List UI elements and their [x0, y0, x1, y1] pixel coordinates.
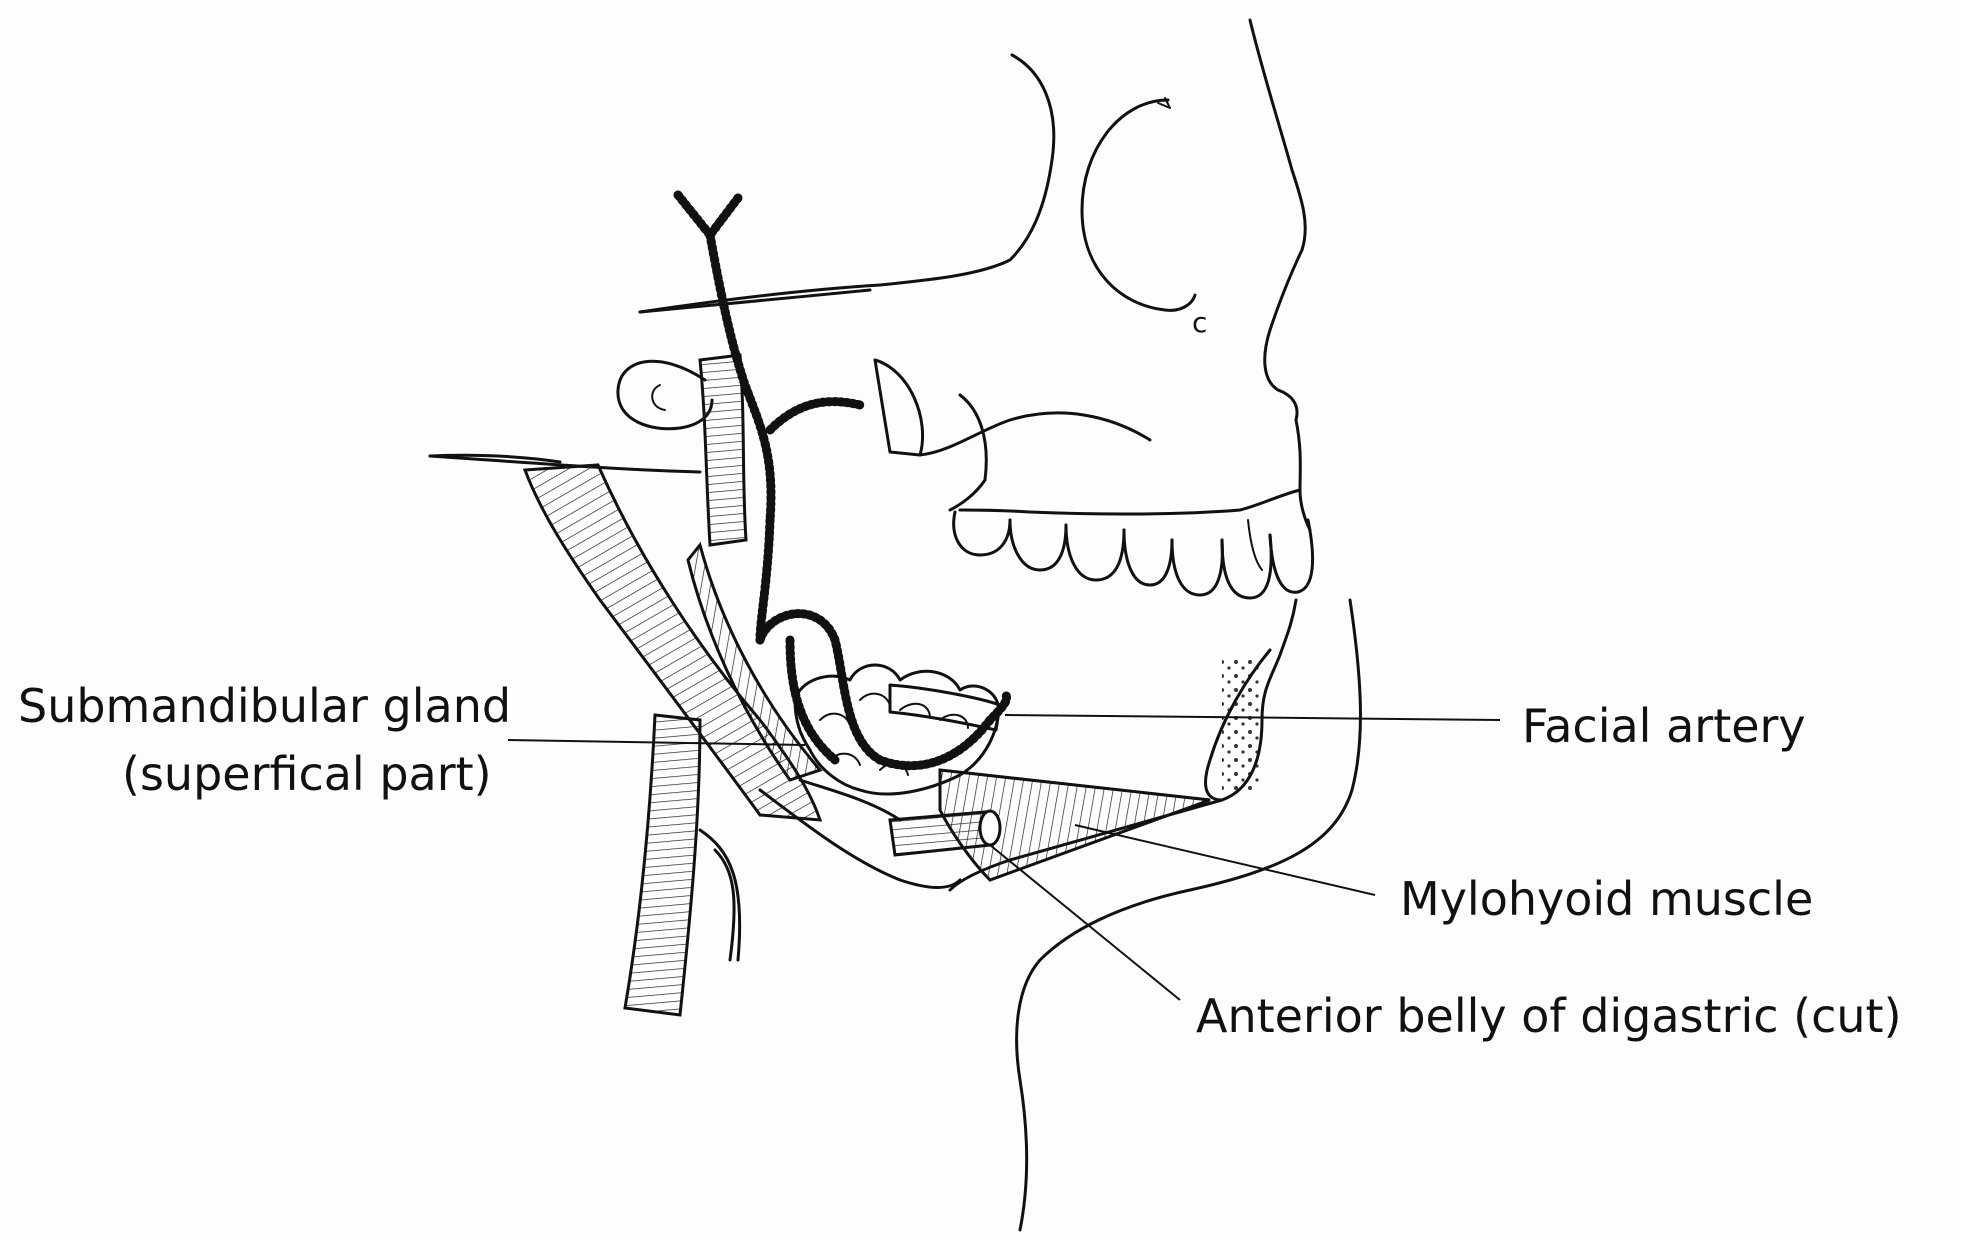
orbit-mark-c: c [1192, 306, 1207, 339]
label-submandibular-gland-line1: Submandibular gland [18, 679, 511, 733]
label-anterior-belly-digastric: Anterior belly of digastric (cut) [1196, 989, 1902, 1043]
mandible [948, 598, 1362, 1232]
leader-submandibular-gland [507, 739, 806, 746]
label-mylohyoid-muscle: Mylohyoid muscle [1400, 872, 1813, 926]
sternocleidomastoid-muscle [522, 353, 823, 822]
skull-outline: c [428, 18, 1312, 532]
submandibular-gland-shape [793, 663, 1002, 796]
carotid-vessels [623, 713, 742, 1017]
facial-artery-vessel [673, 190, 1012, 771]
leader-lines [507, 714, 1501, 1001]
chin-dotted-region [1222, 660, 1262, 790]
digastric-anterior-belly-shape [758, 778, 1002, 889]
leader-digastric [989, 844, 1181, 1001]
label-facial-artery: Facial artery [1522, 699, 1806, 753]
teeth [952, 510, 1315, 600]
leader-mylohyoid [1074, 824, 1376, 896]
figure-labels: Submandibular gland (superfical part) Fa… [18, 679, 1902, 1043]
label-submandibular-gland-line2: (superfical part) [122, 747, 492, 801]
ear [428, 359, 714, 464]
leader-facial-artery [1004, 714, 1501, 721]
